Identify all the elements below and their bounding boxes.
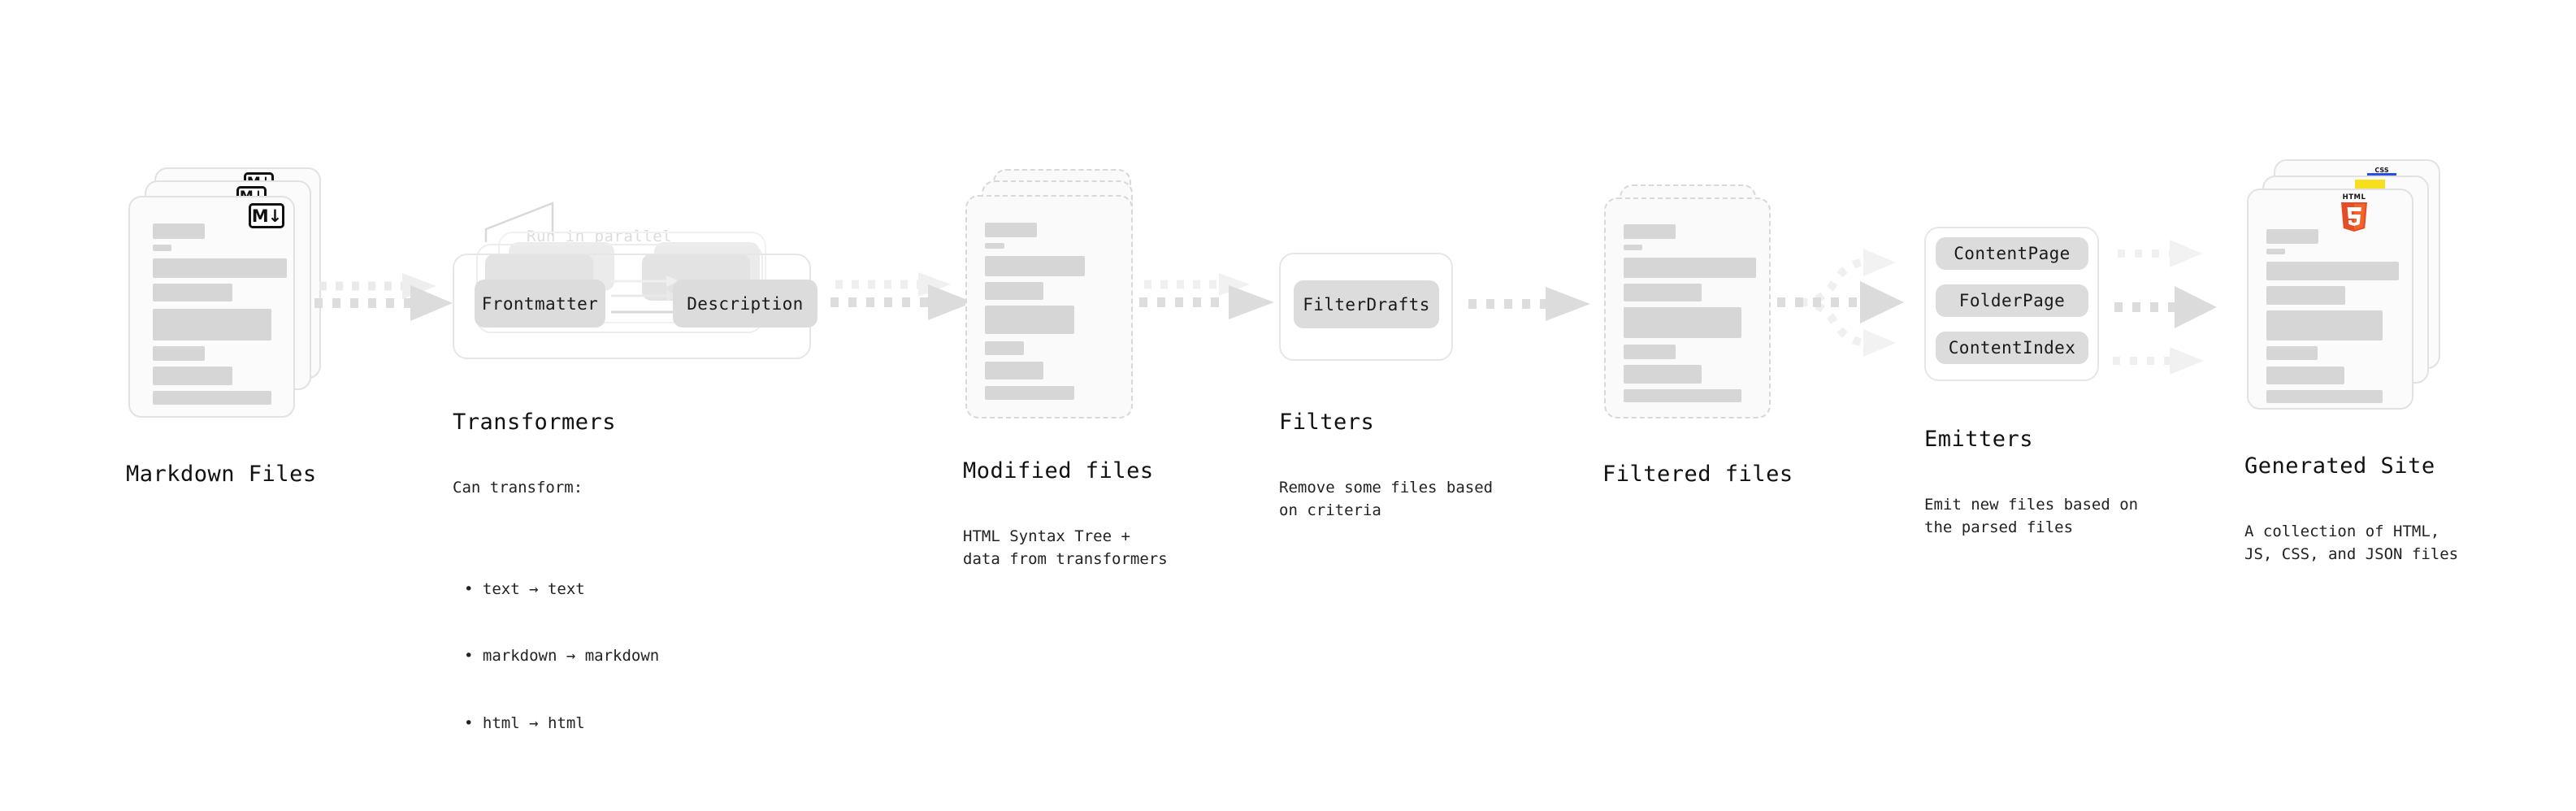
transformer-token-frontmatter[interactable]: Frontmatter xyxy=(475,280,605,327)
stage-title: Modified files xyxy=(963,458,1154,484)
card-bar xyxy=(1624,389,1741,402)
transformer-token-description[interactable]: Description xyxy=(673,280,817,327)
connector-emitters-to-site xyxy=(2113,240,2217,375)
card-bar xyxy=(2266,262,2399,280)
card-bar xyxy=(2266,310,2383,340)
card-bar xyxy=(1624,258,1756,278)
emitter-token-contentindex[interactable]: ContentIndex xyxy=(1936,332,2088,364)
connector-filtered-to-emitters xyxy=(1777,249,1904,357)
card-bar xyxy=(1624,224,1676,239)
card-bar xyxy=(1624,245,1642,250)
connector-transformers-to-modified xyxy=(830,272,974,320)
caption-modified-files: Modified files HTML Syntax Tree + data f… xyxy=(963,427,1168,601)
bullet-item: • html → html xyxy=(464,713,585,732)
html5-badge: HTML xyxy=(2336,192,2372,232)
stage-subtitle: Remove some files based on criteria xyxy=(1279,479,1494,519)
stage-subtitle: HTML Syntax Tree + data from transformer… xyxy=(963,527,1168,568)
stage-subtitle: Emit new files based on the parsed files xyxy=(1924,496,2139,536)
card-bar xyxy=(2266,229,2318,244)
card-bar xyxy=(2266,390,2383,403)
connector-md-to-transformers xyxy=(314,273,453,321)
stage-title: Filtered files xyxy=(1602,462,1793,487)
card-bar xyxy=(153,391,271,405)
svg-text:CSS: CSS xyxy=(2374,167,2388,174)
caption-markdown-files: Markdown Files xyxy=(126,431,317,518)
stage-title: Filters xyxy=(1279,410,1375,435)
card-bar xyxy=(985,386,1074,400)
emitter-token-folderpage[interactable]: FolderPage xyxy=(1936,284,2088,317)
card-bar xyxy=(1624,307,1741,338)
caption-generated-site: Generated Site A collection of HTML, JS,… xyxy=(2244,423,2458,596)
css-badge: CSS xyxy=(2367,163,2396,178)
caption-filtered-files: Filtered files xyxy=(1602,431,1793,518)
card-bar xyxy=(1624,284,1702,301)
stage-title: Markdown Files xyxy=(126,462,317,487)
card-bar xyxy=(2266,366,2344,384)
card-bar xyxy=(985,282,1043,300)
stage-title: Generated Site xyxy=(2244,453,2435,479)
connector-filters-to-filtered xyxy=(1468,287,1590,321)
card-bar xyxy=(985,256,1085,276)
card-bar xyxy=(2266,286,2345,305)
transform-bullet-list: • text → text • markdown → markdown • ht… xyxy=(453,534,659,780)
card-bar xyxy=(1624,345,1676,359)
card-bar xyxy=(153,309,271,340)
markdown-badge-front: M↓ xyxy=(249,203,284,228)
markdown-card-front[interactable] xyxy=(128,196,295,418)
stage-subtitle: Can transform: xyxy=(453,479,583,497)
connector-modified-to-filters xyxy=(1139,273,1274,319)
emitter-token-contentpage[interactable]: ContentPage xyxy=(1936,237,2088,270)
card-bar xyxy=(985,223,1037,237)
card-bar xyxy=(153,245,171,251)
site-card-front[interactable] xyxy=(2247,189,2413,410)
filter-token-filterdrafts[interactable]: FilterDrafts xyxy=(1294,280,1439,328)
filtered-card-front[interactable] xyxy=(1604,197,1771,419)
card-bar xyxy=(153,284,232,301)
caption-transformers: Transformers Can transform: • text → tex… xyxy=(453,379,659,811)
card-bar xyxy=(153,366,232,385)
filters-group[interactable] xyxy=(1279,253,1453,361)
stage-subtitle: A collection of HTML, JS, CSS, and JSON … xyxy=(2244,523,2459,563)
card-bar xyxy=(985,243,1004,249)
card-bar xyxy=(153,346,205,361)
card-bar xyxy=(153,223,205,239)
modified-card-front[interactable] xyxy=(965,195,1133,419)
stage-title: Emitters xyxy=(1924,427,2034,452)
bullet-item: • text → text xyxy=(464,579,585,598)
card-bar xyxy=(2266,346,2318,360)
card-bar xyxy=(153,258,287,278)
card-bar xyxy=(1624,365,1702,384)
svg-text:HTML: HTML xyxy=(2343,193,2366,202)
stage-title: Transformers xyxy=(453,410,617,435)
caption-filters: Filters Remove some files based on crite… xyxy=(1279,379,1493,553)
card-bar xyxy=(2266,249,2285,254)
caption-emitters: Emitters Emit new files based on the par… xyxy=(1924,396,2138,570)
pipeline-diagram: M↓ M↓ M↓ Markdown Files xyxy=(126,159,2458,732)
emitters-group[interactable] xyxy=(1924,227,2099,381)
card-bar xyxy=(985,362,1043,379)
card-bar xyxy=(985,306,1074,334)
card-bar xyxy=(985,341,1024,355)
bullet-item: • markdown → markdown xyxy=(464,647,660,666)
